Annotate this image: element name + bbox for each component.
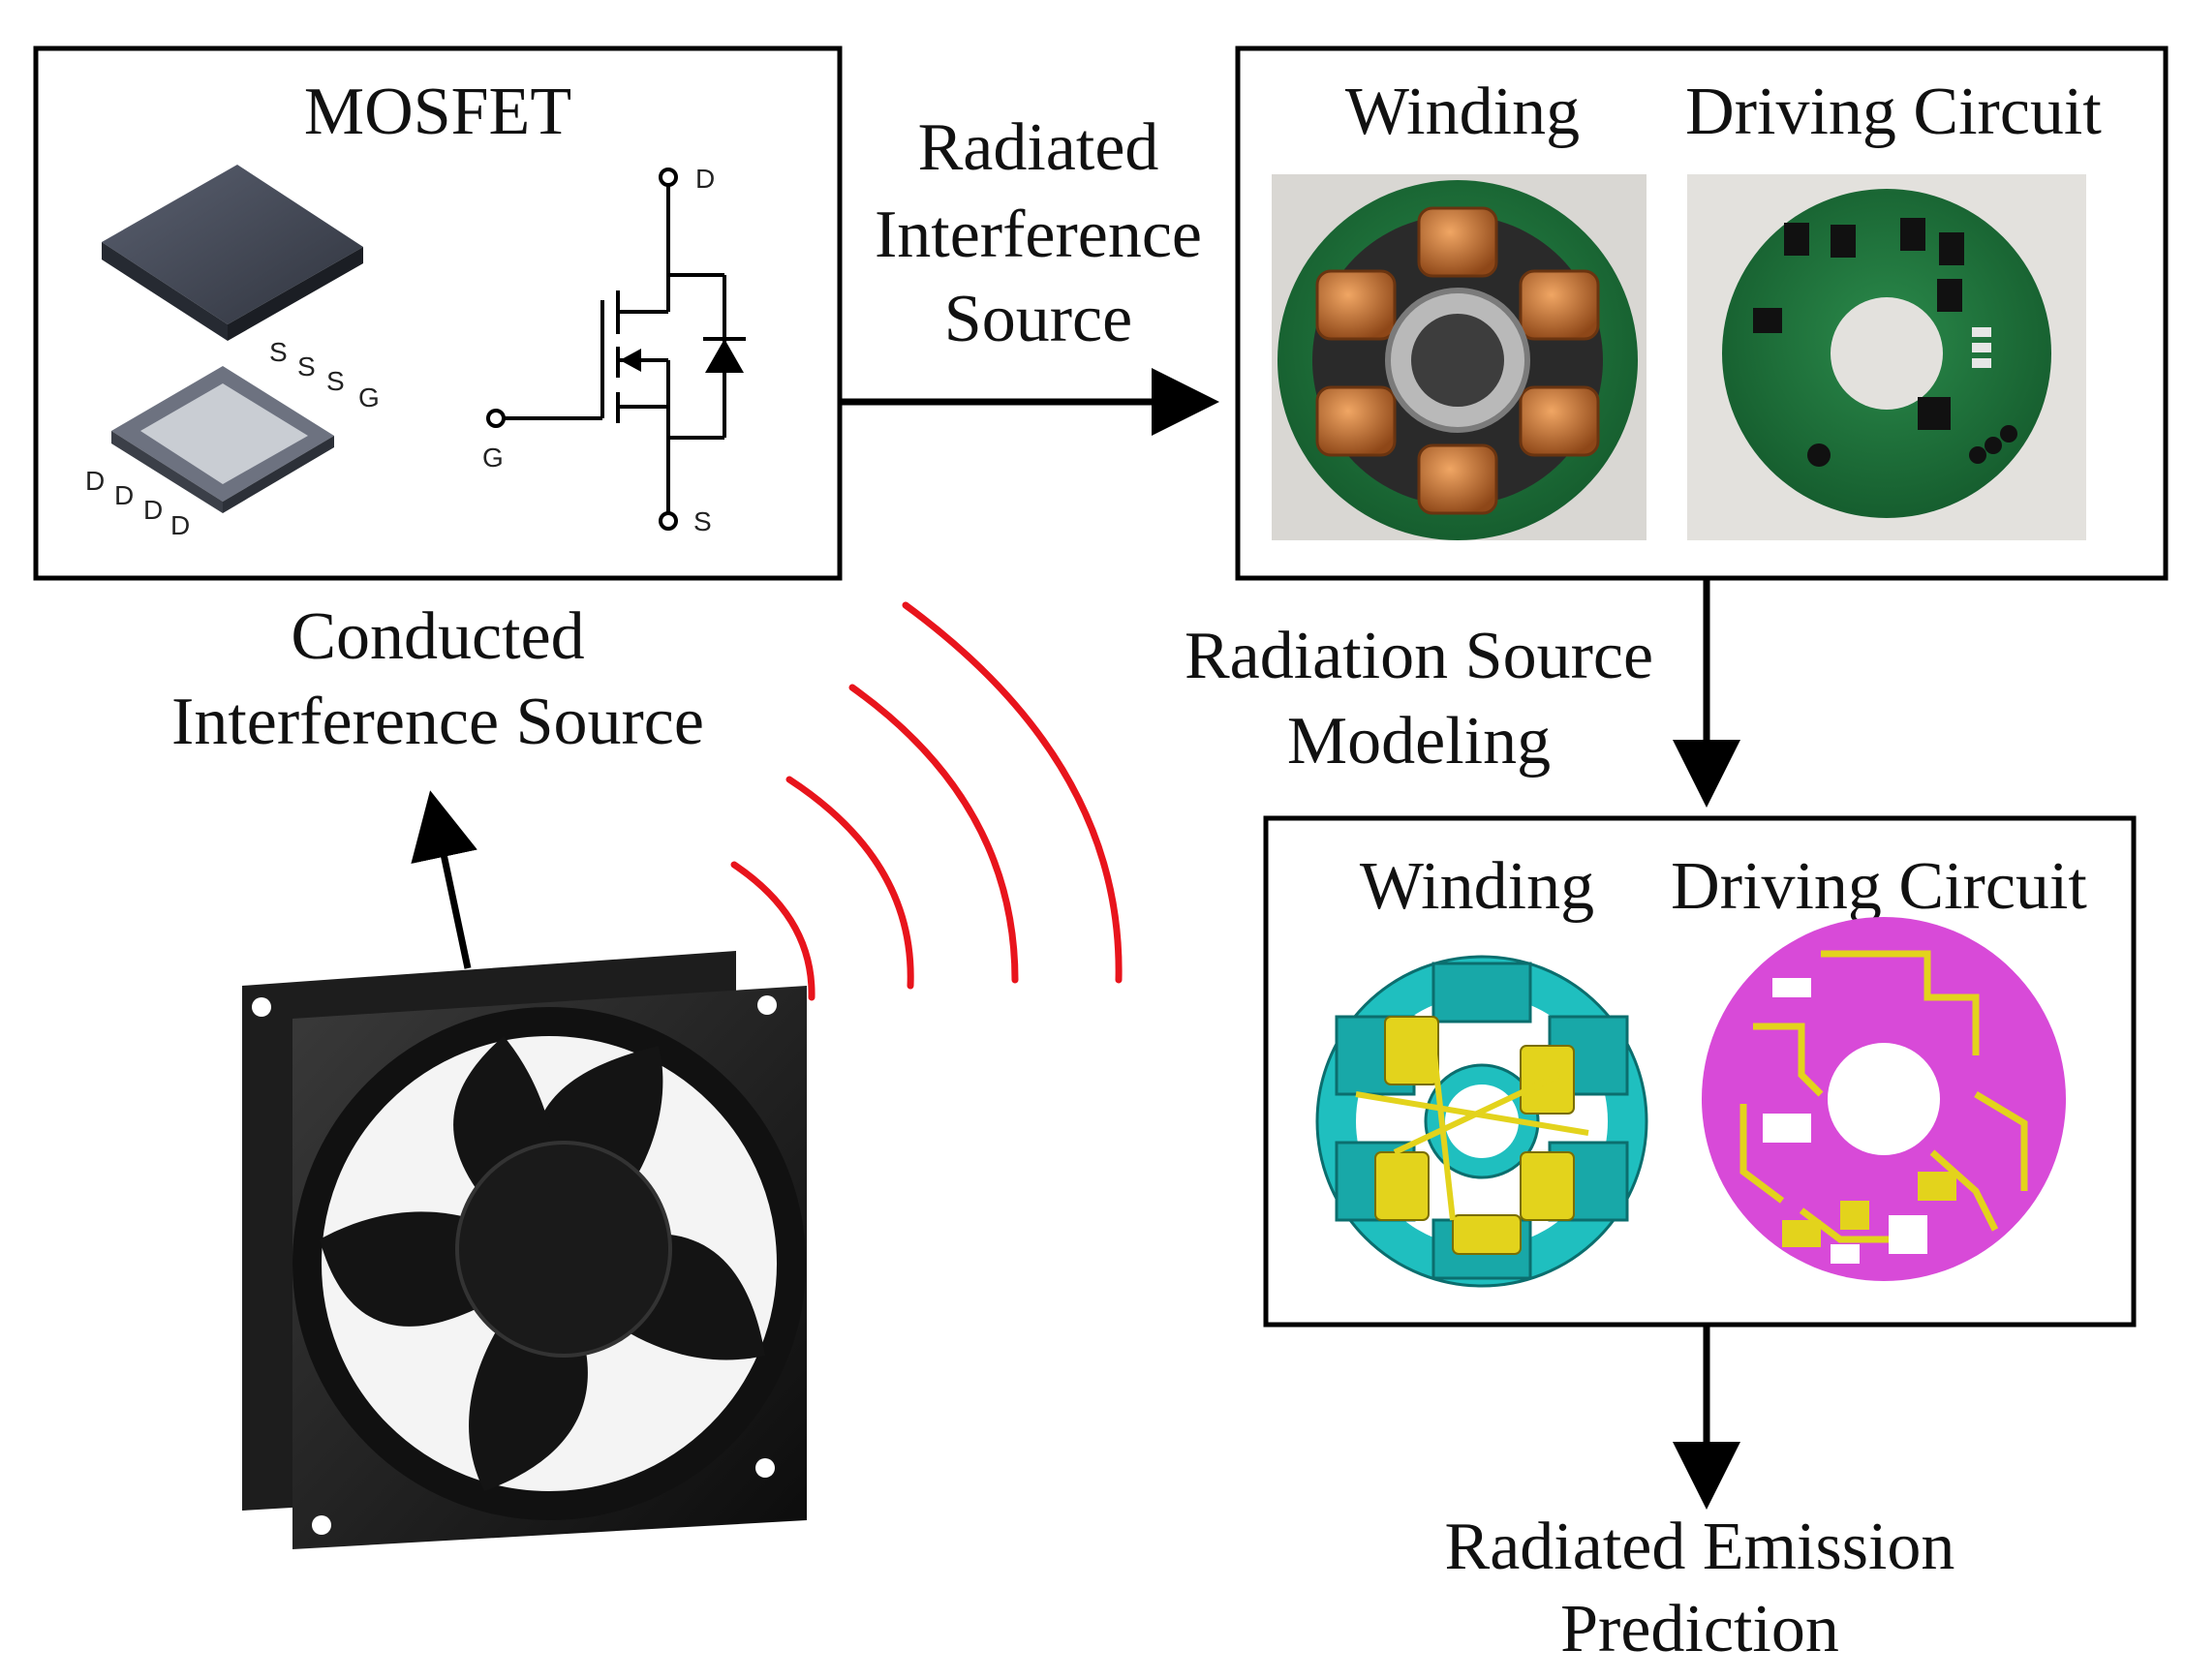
mosfet-title: MOSFET bbox=[304, 75, 571, 149]
svg-text:Modeling: Modeling bbox=[1287, 704, 1551, 779]
winding-photo bbox=[1272, 174, 1646, 540]
svg-text:S: S bbox=[269, 337, 288, 367]
radiation-waves bbox=[730, 601, 1123, 1001]
winding-model bbox=[1315, 955, 1648, 1288]
label-conducted-source: Conducted Interference Source bbox=[171, 599, 704, 759]
mosfet-package-bottom bbox=[111, 366, 334, 513]
drain-label: D bbox=[695, 164, 715, 194]
winding-label-top: Winding bbox=[1345, 75, 1580, 149]
source-label: S bbox=[693, 506, 712, 536]
driving-circuit-label-bottom: Driving Circuit bbox=[1671, 849, 2087, 924]
mosfet-symbol bbox=[486, 168, 746, 531]
svg-text:Radiation Source: Radiation Source bbox=[1185, 619, 1653, 693]
wave-2 bbox=[785, 776, 914, 990]
arrows bbox=[411, 368, 1740, 1510]
svg-text:D: D bbox=[114, 480, 134, 510]
label-radiated-source: Radiated Interference Source bbox=[875, 110, 1202, 356]
svg-text:G: G bbox=[358, 382, 380, 412]
wave-3 bbox=[848, 684, 1019, 984]
driving-circuit-label-top: Driving Circuit bbox=[1685, 75, 2102, 149]
mosfet-box: MOSFET S S S G D D D D bbox=[33, 46, 843, 581]
svg-text:Radiated: Radiated bbox=[918, 110, 1159, 185]
label-modeling: Radiation Source Modeling bbox=[1185, 619, 1653, 779]
gate-label: G bbox=[482, 443, 504, 473]
hardware-photo-box: Winding Driving Circuit bbox=[1235, 46, 2169, 581]
arrow-conducted bbox=[411, 790, 477, 969]
winding-label-bottom: Winding bbox=[1360, 849, 1594, 924]
wave-4 bbox=[902, 601, 1123, 984]
svg-text:Prediction: Prediction bbox=[1560, 1592, 1839, 1666]
wave-1 bbox=[730, 861, 816, 1001]
simulation-model-box: Winding Driving Circuit bbox=[1263, 815, 2137, 1328]
mosfet-package-top bbox=[102, 165, 363, 341]
package-pin-labels: S S S G D D D D bbox=[85, 337, 380, 540]
label-prediction: Radiated Emission Prediction bbox=[1445, 1510, 1955, 1666]
svg-text:Conducted: Conducted bbox=[291, 599, 584, 674]
driving-circuit-model bbox=[1702, 917, 2066, 1281]
svg-text:D: D bbox=[85, 466, 105, 496]
svg-text:D: D bbox=[143, 495, 163, 525]
driving-circuit-photo bbox=[1687, 174, 2086, 540]
cooling-fan-photo bbox=[242, 951, 807, 1549]
svg-text:Source: Source bbox=[944, 282, 1132, 356]
svg-text:S: S bbox=[297, 351, 316, 382]
svg-text:Interference Source: Interference Source bbox=[171, 685, 704, 759]
svg-text:S: S bbox=[326, 366, 345, 396]
svg-text:D: D bbox=[170, 510, 190, 540]
svg-text:Radiated Emission: Radiated Emission bbox=[1445, 1510, 1955, 1584]
svg-text:Interference: Interference bbox=[875, 198, 1202, 272]
